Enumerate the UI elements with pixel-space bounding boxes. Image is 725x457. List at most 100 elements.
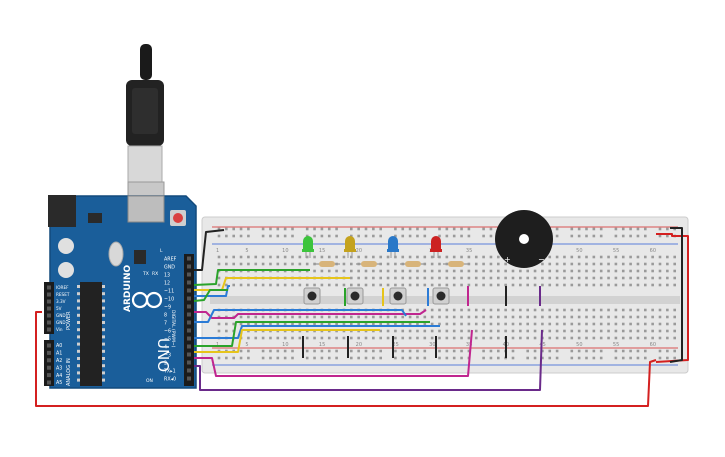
breadboard-hole[interactable] <box>386 255 390 259</box>
breadboard-hole[interactable] <box>533 336 537 340</box>
breadboard-hole[interactable] <box>416 329 419 333</box>
rail-hole[interactable] <box>482 227 485 231</box>
analog-pin[interactable] <box>47 358 51 363</box>
rail-hole[interactable] <box>423 349 427 353</box>
breadboard-hole[interactable] <box>563 255 566 259</box>
rail-hole[interactable] <box>408 234 412 238</box>
breadboard-hole[interactable] <box>423 336 427 340</box>
breadboard-hole[interactable] <box>452 329 456 333</box>
breadboard-hole[interactable] <box>497 315 500 319</box>
breadboard-hole[interactable] <box>335 315 338 319</box>
breadboard-hole[interactable] <box>629 308 632 312</box>
pushbutton-3-cap[interactable] <box>393 291 403 301</box>
breadboard-hole[interactable] <box>563 336 566 340</box>
breadboard-hole[interactable] <box>497 329 500 333</box>
rail-hole[interactable] <box>335 227 338 231</box>
breadboard-hole[interactable] <box>658 336 662 340</box>
breadboard-hole[interactable] <box>305 262 309 266</box>
rail-hole[interactable] <box>416 234 419 238</box>
breadboard-hole[interactable] <box>445 322 449 326</box>
breadboard-hole[interactable] <box>526 283 529 287</box>
breadboard-hole[interactable] <box>644 322 647 326</box>
breadboard-hole[interactable] <box>651 283 654 287</box>
rail-hole[interactable] <box>423 356 427 360</box>
breadboard-hole[interactable] <box>298 336 302 340</box>
rail-hole[interactable] <box>394 227 397 231</box>
rail-hole[interactable] <box>460 349 463 353</box>
breadboard-hole[interactable] <box>673 283 676 287</box>
breadboard-hole[interactable] <box>342 255 346 259</box>
rail-hole[interactable] <box>269 356 272 360</box>
power-pin[interactable] <box>47 306 51 311</box>
breadboard-hole[interactable] <box>357 276 360 280</box>
breadboard-hole[interactable] <box>261 315 265 319</box>
breadboard-hole[interactable] <box>452 315 456 319</box>
breadboard-hole[interactable] <box>592 322 596 326</box>
breadboard-hole[interactable] <box>673 336 676 340</box>
breadboard-hole[interactable] <box>460 283 463 287</box>
breadboard-hole[interactable] <box>460 276 463 280</box>
breadboard-hole[interactable] <box>445 283 449 287</box>
breadboard-hole[interactable] <box>467 336 471 340</box>
breadboard-hole[interactable] <box>577 336 581 340</box>
breadboard-hole[interactable] <box>482 329 485 333</box>
breadboard-hole[interactable] <box>548 276 552 280</box>
breadboard-hole[interactable] <box>526 276 529 280</box>
breadboard-hole[interactable] <box>408 308 412 312</box>
breadboard-hole[interactable] <box>327 322 331 326</box>
breadboard-hole[interactable] <box>261 336 265 340</box>
breadboard-hole[interactable] <box>482 336 485 340</box>
rail-hole[interactable] <box>621 349 625 353</box>
breadboard-hole[interactable] <box>644 336 647 340</box>
rail-hole[interactable] <box>585 234 588 238</box>
digital-pin[interactable] <box>187 320 191 325</box>
breadboard-hole[interactable] <box>592 276 596 280</box>
breadboard-hole[interactable] <box>489 269 493 273</box>
breadboard-hole[interactable] <box>430 315 434 319</box>
breadboard-hole[interactable] <box>482 283 485 287</box>
breadboard-hole[interactable] <box>452 308 456 312</box>
breadboard-hole[interactable] <box>636 315 640 319</box>
rail-hole[interactable] <box>621 356 625 360</box>
breadboard-hole[interactable] <box>555 329 559 333</box>
breadboard-hole[interactable] <box>526 329 529 333</box>
rail-hole[interactable] <box>320 356 324 360</box>
breadboard-hole[interactable] <box>269 262 272 266</box>
breadboard-hole[interactable] <box>592 308 596 312</box>
breadboard-hole[interactable] <box>350 336 353 340</box>
rail-hole[interactable] <box>401 234 405 238</box>
breadboard-hole[interactable] <box>577 329 581 333</box>
breadboard-hole[interactable] <box>357 283 360 287</box>
rail-hole[interactable] <box>239 234 243 238</box>
breadboard-hole[interactable] <box>519 315 522 319</box>
breadboard-hole[interactable] <box>283 336 287 340</box>
rail-hole[interactable] <box>541 356 544 360</box>
rail-hole[interactable] <box>666 349 669 353</box>
wire-pin4-magenta[interactable] <box>194 329 473 377</box>
breadboard-hole[interactable] <box>541 315 544 319</box>
rail-hole[interactable] <box>291 356 294 360</box>
resistor-2[interactable] <box>356 261 382 267</box>
rail-hole[interactable] <box>452 349 456 353</box>
breadboard-hole[interactable] <box>511 336 515 340</box>
breadboard-hole[interactable] <box>467 276 471 280</box>
rail-hole[interactable] <box>666 356 669 360</box>
breadboard-hole[interactable] <box>452 269 456 273</box>
rail-hole[interactable] <box>408 227 412 231</box>
analog-pin[interactable] <box>47 365 51 370</box>
breadboard-hole[interactable] <box>313 269 316 273</box>
rail-hole[interactable] <box>372 349 375 353</box>
breadboard-hole[interactable] <box>651 329 654 333</box>
breadboard-hole[interactable] <box>386 262 390 266</box>
breadboard-hole[interactable] <box>254 322 258 326</box>
rail-hole[interactable] <box>217 356 221 360</box>
breadboard-hole[interactable] <box>599 329 603 333</box>
breadboard-hole[interactable] <box>445 276 449 280</box>
rail-hole[interactable] <box>247 349 250 353</box>
rail-hole[interactable] <box>276 234 280 238</box>
breadboard-hole[interactable] <box>555 315 559 319</box>
rail-hole[interactable] <box>629 349 632 353</box>
breadboard-hole[interactable] <box>438 276 441 280</box>
breadboard-hole[interactable] <box>357 336 360 340</box>
rail-hole[interactable] <box>570 356 574 360</box>
